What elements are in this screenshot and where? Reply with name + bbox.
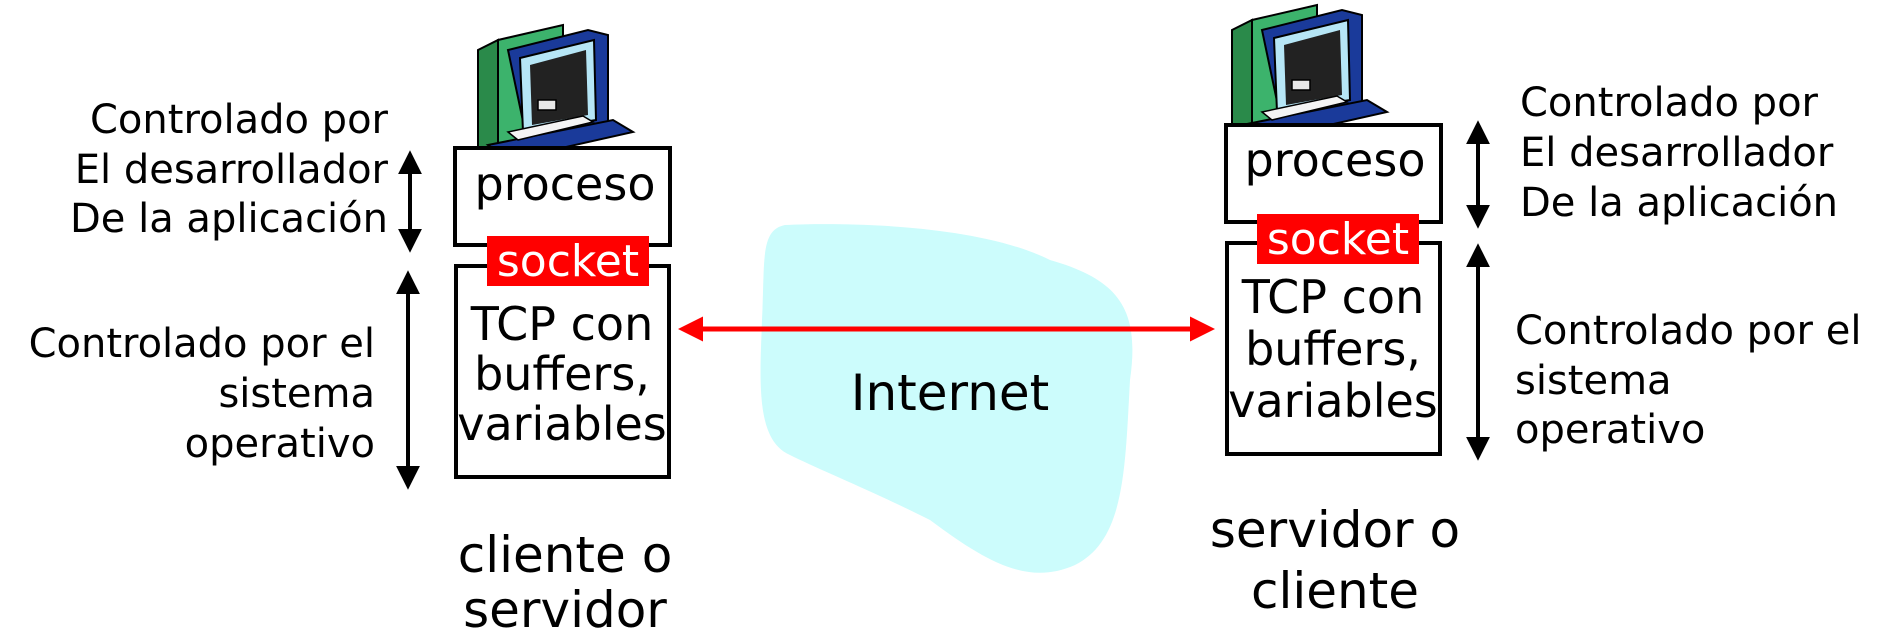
right-host: proceso TCP con buffers, variables socke… — [1210, 3, 1861, 620]
app-note-line-1: Controlado por — [90, 97, 389, 143]
socket-badge — [487, 236, 649, 286]
app-note-line-3: De la aplicación — [1520, 180, 1838, 226]
os-note-line-2: sistema — [218, 371, 375, 417]
host-caption-line-1: servidor o — [1210, 501, 1460, 559]
os-note-line-3: operativo — [1515, 407, 1705, 453]
socket-label: socket — [497, 236, 639, 287]
process-label: proceso — [1245, 133, 1426, 187]
process-label: proceso — [475, 157, 656, 211]
os-note-line-1: Controlado por el — [1515, 308, 1861, 354]
os-note-line-3: operativo — [185, 421, 375, 467]
computer-icon — [477, 23, 636, 162]
tcp-line-1: TCP con — [470, 297, 653, 351]
app-note-line-3: De la aplicación — [70, 196, 388, 242]
tcp-line-3: variables — [457, 397, 667, 451]
computer-icon — [1231, 3, 1390, 142]
host-caption-line-2: cliente — [1251, 562, 1419, 620]
tcp-line-3: variables — [1228, 374, 1438, 428]
host-caption-line-2: servidor — [463, 581, 667, 634]
tcp-line-2: buffers, — [474, 347, 650, 401]
left-host: proceso TCP con buffers, variables socke… — [29, 23, 673, 634]
app-note-line-1: Controlado por — [1520, 80, 1819, 126]
tcp-box — [454, 264, 671, 479]
process-box — [453, 146, 672, 247]
internet-cloud — [760, 224, 1133, 573]
host-caption-line-1: cliente o — [458, 526, 673, 584]
os-note-line-2: sistema — [1515, 358, 1672, 404]
socket-label: socket — [1267, 214, 1409, 265]
os-note-line-1: Controlado por el — [29, 321, 375, 367]
tcp-line-1: TCP con — [1241, 270, 1424, 324]
tcp-line-2: buffers, — [1245, 322, 1421, 376]
internet-label: Internet — [851, 364, 1050, 422]
app-note-line-2: El desarrollador — [75, 147, 389, 193]
app-note-line-2: El desarrollador — [1520, 130, 1834, 176]
socket-badge — [1257, 214, 1419, 264]
